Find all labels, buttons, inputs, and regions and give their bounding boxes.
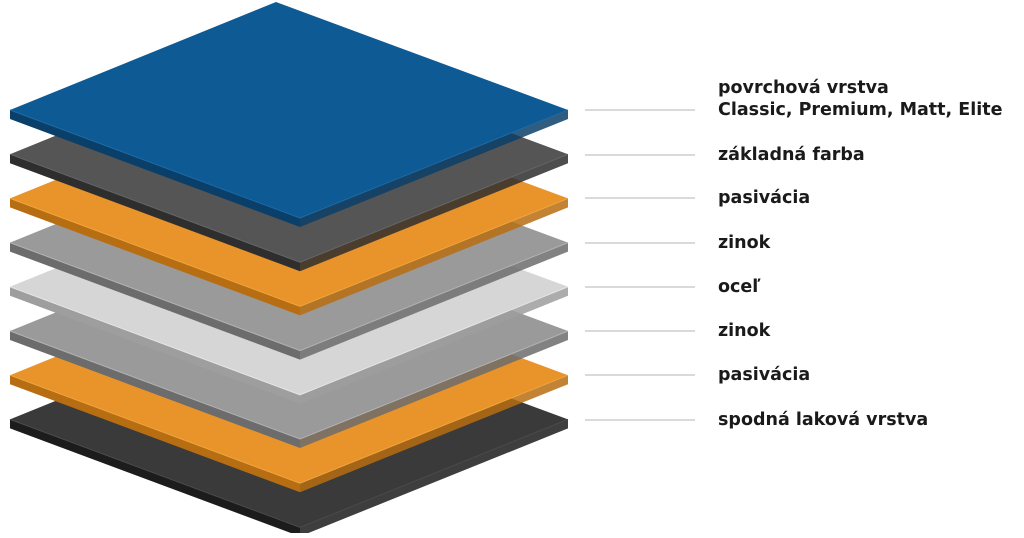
layer-steel-side-left	[10, 286, 300, 404]
layer-surface-edge	[9, 109, 569, 219]
label-bottom-lacquer-line-0: spodná laková vrstva	[718, 410, 929, 430]
layer-passivation-bottom-side-right	[300, 375, 568, 493]
label-surface-line-0: povrchová vrstva	[718, 78, 889, 98]
layer-passivation-bottom-edge	[9, 374, 569, 484]
layer-base-paint-edge	[9, 153, 569, 263]
label-bottom-lacquer: spodná laková vrstva	[718, 409, 928, 431]
layer-passivation-top-side-left	[10, 198, 300, 316]
label-zinc-top-line-0: zinok	[718, 233, 771, 253]
label-steel-line-0: oceľ	[718, 277, 761, 297]
layer-surface-side-right	[300, 110, 568, 227]
layer-zinc-bottom-side-left	[10, 331, 300, 448]
label-surface-line-1: Classic, Premium, Matt, Elite	[718, 100, 1003, 120]
layer-zinc-bottom-side-right	[300, 331, 568, 448]
label-zinc-bottom-line-0: zinok	[718, 321, 771, 341]
layer-passivation-top-side-right	[300, 198, 568, 316]
label-zinc-top: zinok	[718, 232, 770, 254]
layer-steel-side-right	[300, 286, 568, 404]
label-base-paint-line-0: základná farba	[718, 145, 865, 165]
label-passivation-bottom: pasivácia	[718, 364, 810, 386]
label-zinc-bottom: zinok	[718, 320, 770, 342]
layer-bottom-lacquer-edge	[9, 418, 569, 528]
layer-steel-edge	[9, 286, 569, 396]
layer-base-paint-side-left	[10, 154, 300, 272]
layer-surface-side-left	[10, 110, 300, 227]
layer-base-paint-side-right	[300, 154, 568, 272]
layer-passivation-bottom-side-left	[10, 375, 300, 493]
layer-bottom-lacquer-side-right	[300, 419, 568, 537]
label-base-paint: základná farba	[718, 144, 865, 166]
layer-surface-top	[10, 2, 568, 218]
label-passivation-bottom-line-0: pasivácia	[718, 365, 811, 385]
layer-bottom-lacquer-side-left	[10, 419, 300, 537]
layer-zinc-bottom-edge	[9, 330, 569, 440]
label-passivation-top-line-0: pasivácia	[718, 188, 811, 208]
layer-surface	[9, 2, 569, 227]
label-steel: oceľ	[718, 276, 761, 298]
layer-zinc-top-side-right	[300, 242, 568, 360]
layer-passivation-top-edge	[9, 197, 569, 307]
layer-zinc-top-side-left	[10, 242, 300, 360]
layer-zinc-top-edge	[9, 242, 569, 352]
label-passivation-top: pasivácia	[718, 187, 810, 209]
